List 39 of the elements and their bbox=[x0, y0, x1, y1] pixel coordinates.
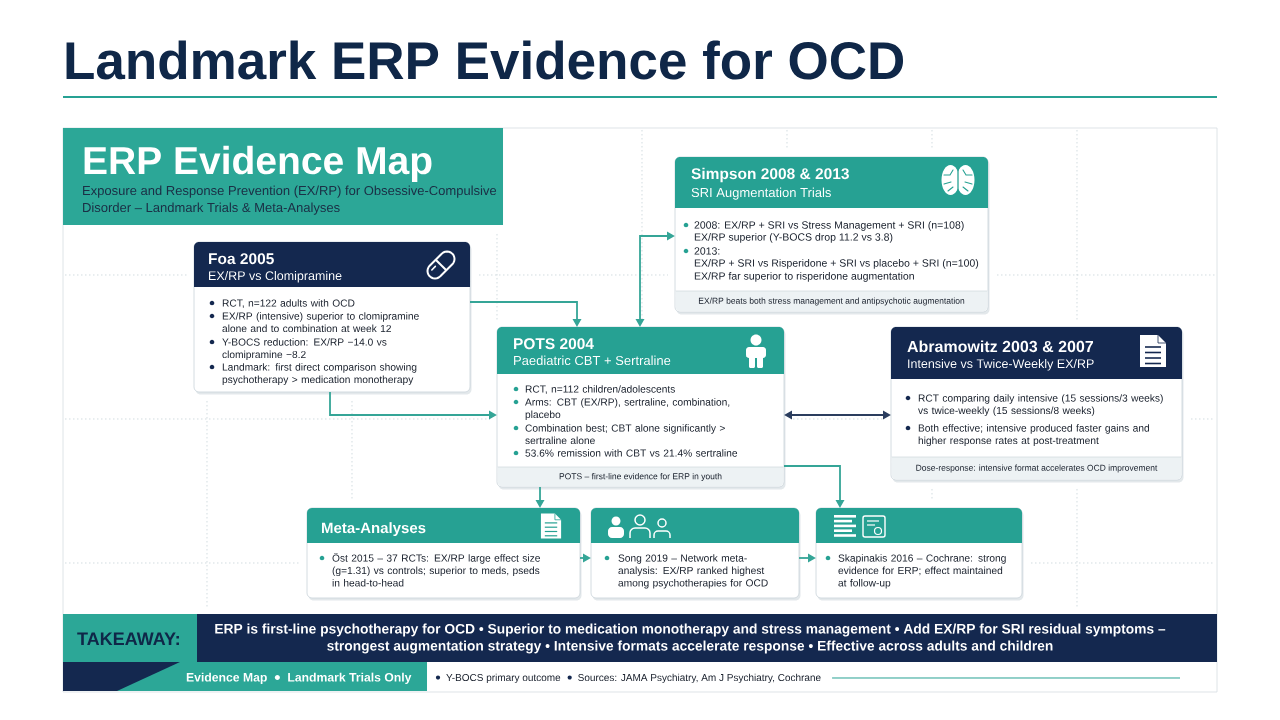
card-title: Simpson 2008 & 2013 bbox=[691, 167, 849, 183]
card-footnote: Dose-response: intensive format accelerates OCD improvement bbox=[891, 456, 1182, 480]
card-subtitle: Intensive vs Twice-Weekly EX/RP bbox=[908, 358, 1094, 371]
card-title: Abramowitz 2003 & 2007 bbox=[907, 340, 1093, 353]
card-title: POTS 2004 bbox=[514, 338, 594, 350]
bullet-text: RCT, n=112 children/adolescents bbox=[525, 385, 675, 394]
bullet-text: 2013: bbox=[694, 247, 720, 255]
card-footnote: POTS – first-line evidence for ERP in youth bbox=[497, 466, 784, 487]
bullet-text: Y-BOCS reduction: EX/RP −14.0 vs clomipramine −8.2 bbox=[222, 338, 387, 361]
card-footnote: EX/RP beats both stress management and antipsychotic augmentation bbox=[675, 290, 988, 312]
bullet-text: 2008: EX/RP + SRI vs Stress Management + SRI (n=108) bbox=[694, 221, 964, 231]
card-title: Meta-Analyses bbox=[322, 522, 426, 537]
bullet-text: Both effective; intensive produced faster gains and higher response rates at post-treatment bbox=[918, 424, 1150, 447]
card-subtitle: SRI Augmentation Trials bbox=[691, 187, 831, 200]
map-heading: ERP Evidence Map bbox=[84, 145, 432, 183]
bullet-text: Skapinakis 2016 – Cochrane: strong evidence for ERP; effect maintained at follow-up bbox=[838, 554, 1006, 589]
card-subtitle: EX/RP vs Clomipramine bbox=[209, 270, 342, 283]
page-title: Landmark ERP Evidence for OCD bbox=[66, 40, 904, 80]
bullet-text: 53.6% remission with CBT vs 21.4% sertraline bbox=[525, 449, 738, 457]
bullet-text: EX/RP + SRI vs Risperidone + SRI vs placebo + SRI (n=100) bbox=[694, 259, 979, 269]
bullet-text: RCT, n=122 adults with OCD bbox=[222, 299, 355, 308]
bullet-text: EX/RP (intensive) superior to clomipramine alone and to combination at week 12 bbox=[222, 312, 419, 333]
footer-text: Evidence Map bbox=[186, 672, 267, 684]
bullet-text: EX/RP superior (Y-BOCS drop 11.2 vs 3.8) bbox=[694, 233, 893, 243]
bullet-text: Song 2019 – Network meta-analysis: EX/RP ranked highest among psychotherapies for OCD bbox=[618, 554, 768, 589]
bullet-text: RCT comparing daily intensive (15 sessions/3 weeks) vs twice-weekly (15 sessions/8 weeks) bbox=[918, 394, 1163, 417]
bullet-text: EX/RP far superior to risperidone augmentation bbox=[694, 272, 914, 282]
bullet-text: Combination best; CBT alone significantly > sertraline alone bbox=[525, 424, 725, 445]
takeaway-message: ERP is first-line psychotherapy for OCD • Superior to medication monotherapy and stress management • Add EX/RP for SRI residual symptoms – strongest augmentation strategy • Intensive formats accelerate response • Effective across adults and children bbox=[197, 614, 1217, 662]
bullet-text: Öst 2015 – 37 RCTs: EX/RP large effect size (g=1.31) vs controls; superior to meds, pseds in head-to-head bbox=[332, 553, 540, 587]
card-title: Foa 2005 bbox=[209, 253, 274, 265]
footer-note: Sources: JAMA Psychiatry, Am J Psychiatry, Cochrane bbox=[578, 673, 821, 684]
footer-note: Y-BOCS primary outcome bbox=[446, 673, 561, 684]
footer-text: Landmark Trials Only bbox=[288, 672, 412, 684]
bullet-text: Landmark: first direct comparison showing psychotherapy > medication monotherapy bbox=[222, 363, 417, 386]
bullet-text: Arms: CBT (EX/RP), sertraline, combination, placebo bbox=[525, 398, 730, 421]
takeaway-label: TAKEAWAY: bbox=[63, 614, 197, 662]
card-subtitle: Paediatric CBT + Sertraline bbox=[514, 355, 671, 366]
map-subtitle: Exposure and Response Prevention (EX/RP) for Obsessive-Compulsive Disorder – Landmark Trials & Meta-Analyses bbox=[83, 185, 497, 215]
